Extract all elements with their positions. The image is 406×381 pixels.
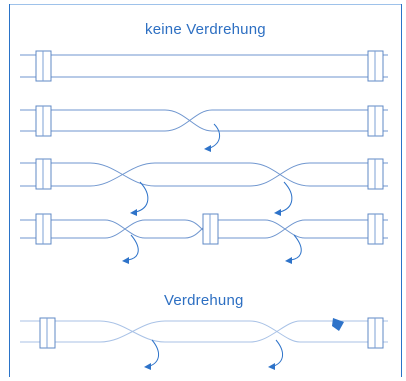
section-title-no-twist: keine Verdrehung	[145, 21, 266, 38]
row-double-cross	[20, 158, 388, 216]
row-twisted	[20, 317, 388, 370]
strand-a	[20, 320, 388, 343]
twist-mark-icon	[332, 318, 344, 331]
twist-arrow-right	[274, 181, 293, 216]
strand-b	[20, 219, 388, 239]
frame-left-border	[9, 4, 10, 377]
twist-arrow	[204, 123, 220, 152]
strand-b	[20, 162, 388, 187]
row-middle-clamp	[20, 213, 388, 264]
left-clamp	[35, 105, 52, 137]
frame-right-border	[401, 4, 402, 377]
row-no-twist	[20, 50, 388, 82]
left-clamp	[35, 213, 52, 245]
strand-b	[20, 320, 388, 343]
middle-clamp	[202, 213, 219, 245]
frame-top-border	[9, 4, 402, 5]
twist-arrow-right	[268, 339, 283, 370]
right-clamp	[367, 105, 384, 137]
left-clamp	[39, 317, 56, 349]
row-single-cross	[20, 105, 388, 152]
right-clamp	[367, 213, 384, 245]
right-clamp	[367, 50, 384, 82]
left-clamp	[35, 50, 52, 82]
strand-b	[20, 109, 388, 132]
twist-arrow-left	[130, 181, 149, 216]
twist-arrow-left	[144, 339, 159, 370]
twist-arrow-left	[122, 234, 139, 264]
twist-arrow-right	[285, 234, 302, 264]
strand-a	[20, 162, 388, 187]
left-clamp	[35, 158, 52, 190]
right-clamp	[367, 158, 384, 190]
right-clamp	[367, 317, 384, 349]
section-title-twist: Verdrehung	[164, 292, 244, 309]
strand-a	[20, 109, 388, 132]
